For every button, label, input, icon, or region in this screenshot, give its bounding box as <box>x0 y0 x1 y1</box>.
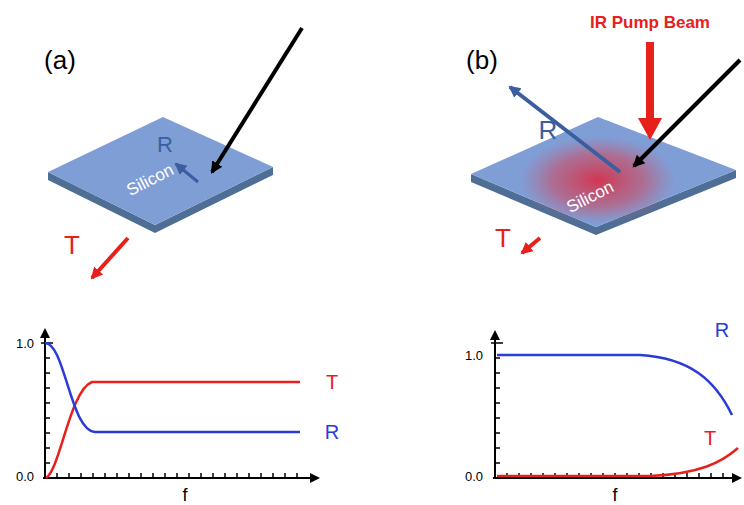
curve-label: T <box>704 428 716 448</box>
tick <box>212 473 214 478</box>
curve-label: R <box>715 320 729 340</box>
pump-beam-arrow <box>638 42 662 140</box>
y-axis <box>494 332 496 478</box>
reflected-beam <box>176 164 198 182</box>
tick <box>224 473 226 478</box>
tick <box>495 432 500 434</box>
transmitted-beam <box>92 238 128 278</box>
reflection-curve <box>45 343 300 432</box>
tick <box>491 342 503 344</box>
tick <box>495 447 500 449</box>
tick <box>710 473 712 478</box>
tick <box>80 473 82 478</box>
tick <box>495 402 500 404</box>
axis-value: 1.0 <box>465 349 483 362</box>
silicon-wafer: Silicon <box>468 112 740 242</box>
beam-label: T <box>64 232 80 258</box>
axis-label: f <box>182 486 187 504</box>
tick <box>45 387 50 389</box>
beam-label: T <box>495 225 511 251</box>
tick <box>45 462 50 464</box>
panel-label: (a) <box>44 47 76 73</box>
tick <box>248 473 250 478</box>
axis-value: 1.0 <box>16 337 34 350</box>
tick <box>495 387 500 389</box>
tick <box>495 462 500 464</box>
panel-label: (b) <box>466 47 498 73</box>
axis-label: f <box>612 486 617 504</box>
reflection-curve <box>497 355 732 415</box>
tick <box>92 473 94 478</box>
tick <box>200 473 202 478</box>
curve-label: R <box>325 422 339 442</box>
reflected-beam <box>510 87 620 172</box>
y-axis <box>44 330 46 478</box>
tick <box>686 473 688 478</box>
tick <box>45 372 50 374</box>
tick <box>45 432 50 434</box>
x-axis <box>493 477 740 479</box>
tick <box>45 402 50 404</box>
tick <box>68 473 70 478</box>
tick <box>164 473 166 478</box>
axis-ticks <box>41 343 723 478</box>
beam-label: R <box>157 134 173 156</box>
tick <box>104 473 106 478</box>
transmission-curve <box>46 382 300 478</box>
curve-label: T <box>326 372 338 392</box>
beam-label: R <box>539 117 558 143</box>
tick <box>116 473 118 478</box>
transmitted-beam <box>522 238 540 253</box>
tick <box>236 473 238 478</box>
tick <box>176 473 178 478</box>
axis-value: 0.0 <box>465 470 483 483</box>
transmission-curve <box>497 448 738 476</box>
tick <box>698 473 700 478</box>
tick <box>495 357 500 359</box>
tick <box>128 473 130 478</box>
tick <box>722 473 724 478</box>
tick <box>260 473 262 478</box>
pump-label: IR Pump Beam <box>590 14 710 31</box>
axis-value: 0.0 <box>16 470 34 483</box>
tick <box>45 417 50 419</box>
tick <box>45 357 50 359</box>
tick <box>56 473 58 478</box>
tick <box>272 473 274 478</box>
silicon-wafer: Silicon <box>45 112 277 242</box>
tick <box>45 447 50 449</box>
tick <box>296 473 298 478</box>
tick <box>284 473 286 478</box>
tick <box>495 417 500 419</box>
incident-beam <box>212 28 302 172</box>
tick <box>140 473 142 478</box>
tick <box>152 473 154 478</box>
wafer-shape <box>468 112 740 242</box>
tick <box>188 473 190 478</box>
tick <box>495 372 500 374</box>
x-axis <box>43 477 318 479</box>
